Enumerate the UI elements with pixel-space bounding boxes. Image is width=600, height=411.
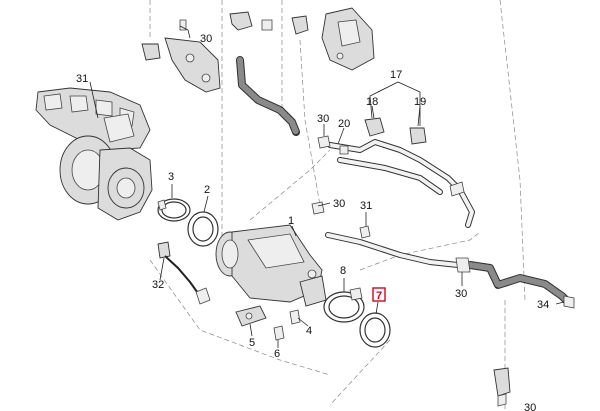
- clamp: [157, 198, 191, 222]
- vacuum-hose: [236, 56, 300, 136]
- callout-30-e: 30: [524, 402, 536, 411]
- gasket-7: [359, 312, 391, 348]
- callout-32: 31: [76, 73, 88, 85]
- hose-holder: [229, 11, 309, 35]
- lambda-sensor-34: [157, 241, 211, 305]
- callout-31-top: 30: [200, 33, 212, 45]
- callout-3: 3: [168, 171, 174, 183]
- callout-30-c: 30: [455, 288, 467, 300]
- clamp-8: [323, 287, 365, 323]
- connector-plug: [493, 367, 511, 407]
- callout-labels: 30 31 17 18 19 30 20 30 31 1 2 3 8 7 4 5…: [76, 33, 549, 411]
- callout-34: 32: [152, 279, 164, 291]
- callout-6: 6: [274, 348, 280, 360]
- callout-7-highlight-box: [372, 287, 386, 302]
- bracket-5: [235, 305, 267, 327]
- bolts: [273, 225, 371, 341]
- gasket-2: [187, 211, 219, 247]
- callout-8: 8: [340, 265, 346, 277]
- reference-lines: [149, 0, 526, 411]
- callout-20: 20: [338, 118, 350, 130]
- callout-17: 17: [390, 69, 402, 81]
- leader-lines: [89, 25, 565, 348]
- callout-7: 7: [376, 290, 382, 302]
- callout-30-a: 30: [317, 113, 329, 125]
- return-pipe: [311, 201, 575, 309]
- pressure-pipe: [317, 117, 475, 228]
- upper-bracket-assembly: [141, 19, 221, 93]
- callout-4: 4: [306, 325, 312, 337]
- callout-19: 19: [414, 96, 426, 108]
- callout-5: 5: [249, 337, 255, 349]
- sensor-housing: [321, 7, 375, 71]
- callout-30-d: 34: [537, 299, 549, 311]
- callout-31-mid: 31: [360, 200, 372, 212]
- callout-18: 18: [366, 96, 378, 108]
- callout-30-b: 30: [333, 198, 345, 210]
- callout-1: 1: [288, 215, 294, 227]
- callout-2: 2: [204, 184, 210, 196]
- turbocharger: [59, 113, 153, 221]
- catalytic-converter: [215, 224, 327, 307]
